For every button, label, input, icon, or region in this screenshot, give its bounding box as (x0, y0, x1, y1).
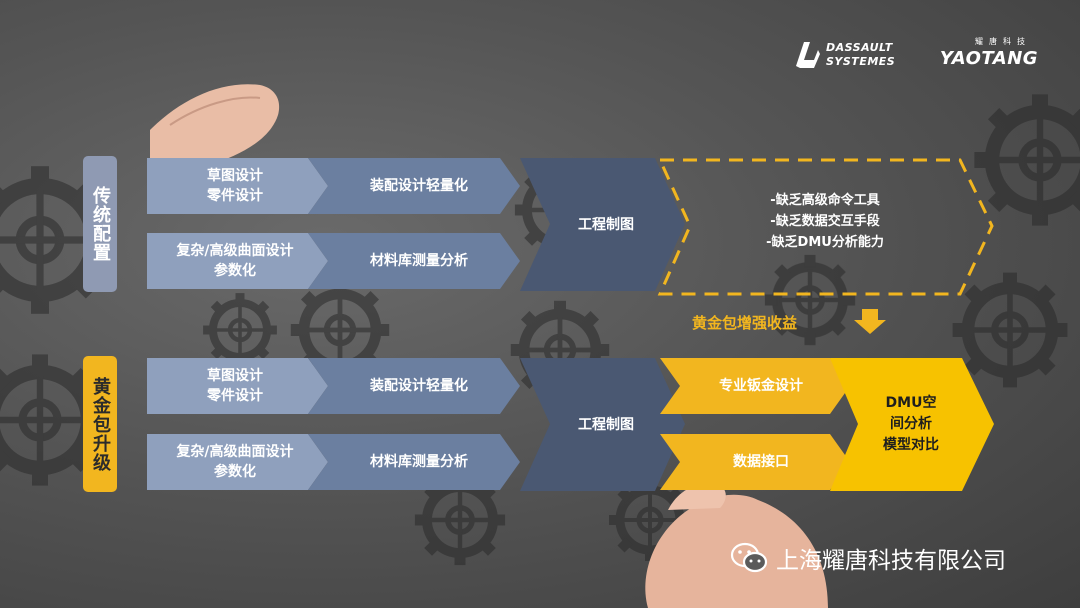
gold-col2-top-text: 装配设计轻量化 (370, 378, 468, 394)
trad-col1-top-text: 草图设计 零件设计 (207, 168, 263, 204)
benefit-label: 黄金包增强收益 (692, 314, 798, 332)
wechat-icon (730, 542, 768, 574)
gold-col3-text: 工程制图 (578, 416, 634, 433)
trad-col3-text: 工程制图 (578, 216, 634, 233)
trad-col2-top-shape (308, 158, 520, 214)
trad-lacks-dashed-shape (657, 158, 994, 296)
gold-col2-bottom-text: 材料库测量分析 (370, 454, 468, 470)
ds-mark-icon (796, 42, 820, 68)
gold-col5-shape (830, 358, 994, 491)
gold-col1-top-shape (147, 358, 328, 414)
dassault-line1: DASSAULT (826, 41, 893, 54)
gold-col2-bottom-shape (308, 434, 520, 490)
gold-col4-bottom-shape (660, 434, 850, 490)
yaotang-logo-small: 耀唐科技 (975, 37, 1031, 46)
company-name: 上海耀唐科技有限公司 (776, 548, 1006, 574)
gold-col3-shape (520, 358, 685, 491)
gold-col4-top-shape (660, 358, 850, 414)
dassault-systemes-logo: DASSAULT SYSTEMES (792, 36, 912, 72)
traditional-config-label: 传统配置 (83, 156, 117, 292)
yaotang-logo: 耀唐科技 YAOTANG (934, 36, 1044, 76)
gold-col1-top-text: 草图设计 零件设计 (207, 368, 263, 404)
trad-col3-shape (520, 158, 685, 291)
trad-col1-top-shape (147, 158, 328, 214)
gold-col1-bottom-text: 复杂/高级曲面设计 参数化 (176, 444, 294, 480)
gold-col4-bottom-text: 数据接口 (733, 454, 789, 470)
trad-lacks-text: -缺乏高级命令工具 -缺乏数据交互手段 -缺乏DMU分析能力 (766, 193, 884, 250)
trad-col2-top-text: 装配设计轻量化 (370, 178, 468, 194)
footer-company: 上海耀唐科技有限公司 (730, 540, 1060, 576)
gold-col2-top-shape (308, 358, 520, 414)
gold-upgrade-label: 黄金包升级 (83, 356, 117, 492)
gold-col4-top-text: 专业钣金设计 (719, 378, 803, 394)
hand-top-left-image (150, 84, 280, 180)
trad-col2-bottom-shape (308, 233, 520, 289)
yaotang-logo-big: YAOTANG (939, 48, 1039, 69)
down-arrow-icon (854, 309, 886, 334)
trad-col2-bottom-text: 材料库测量分析 (370, 253, 468, 269)
trad-col1-bottom-shape (147, 233, 328, 289)
trad-col1-bottom-text: 复杂/高级曲面设计 参数化 (176, 243, 294, 279)
hand-bottom-right-image (645, 483, 828, 608)
gold-col5-text: DMU空 间分析 模型对比 (883, 395, 939, 453)
gold-col1-bottom-shape (147, 434, 328, 490)
dassault-line2: SYSTEMES (826, 55, 896, 68)
